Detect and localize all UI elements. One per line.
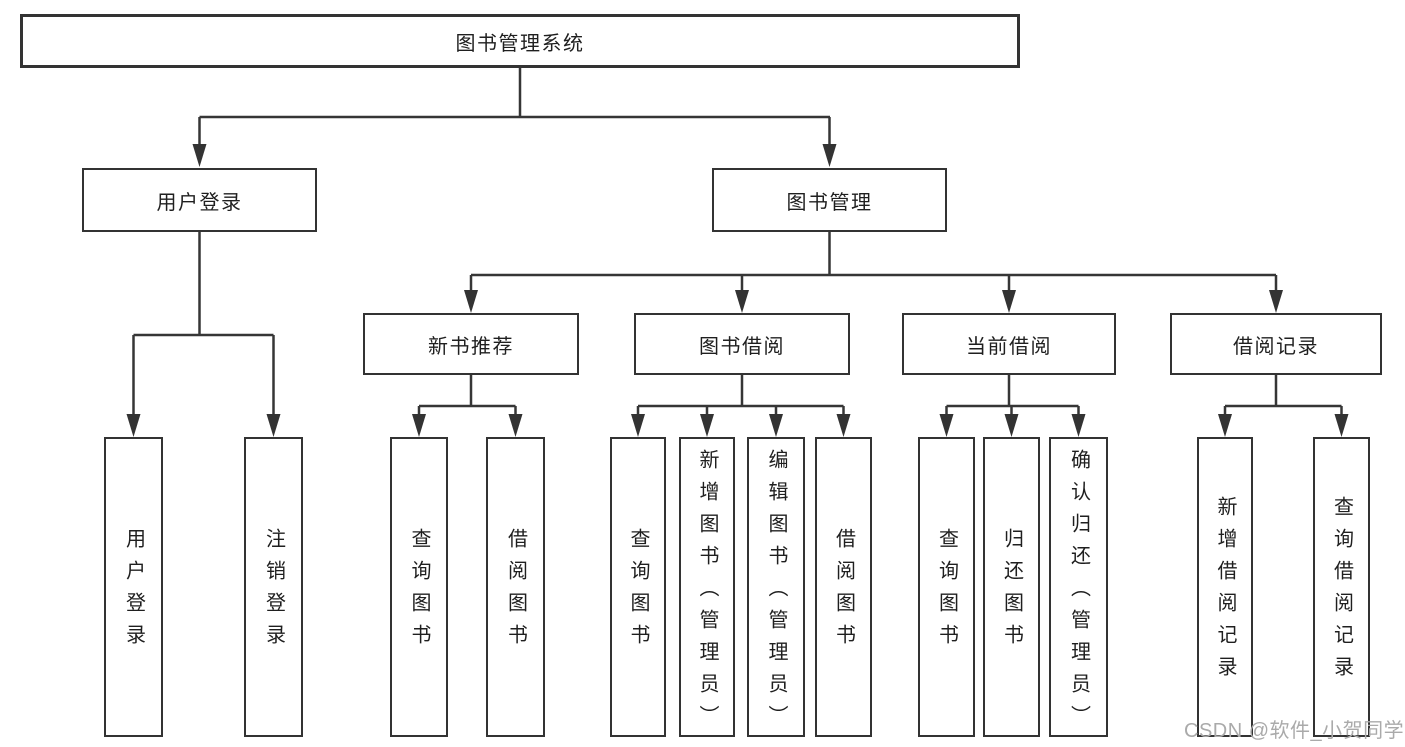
arrowhead <box>126 414 141 437</box>
leaf-current-query-books: 查询图书 <box>918 437 975 737</box>
leaf-label: 归还图书 <box>1000 528 1023 656</box>
node-borrow-records: 借阅记录 <box>1170 313 1382 375</box>
node-root-system: 图书管理系统 <box>20 14 1020 68</box>
leaf-label: 查询图书 <box>627 528 649 656</box>
arrowhead <box>266 414 281 437</box>
node-book-management: 图书管理 <box>712 168 947 232</box>
node-new-book-recommend: 新书推荐 <box>363 313 579 375</box>
leaf-label: 查询借阅记录 <box>1330 496 1353 688</box>
arrowhead <box>192 144 207 167</box>
arrowhead <box>464 290 478 313</box>
connector-borrow-records-to-leaves <box>1218 375 1349 437</box>
arrowhead <box>1218 414 1232 437</box>
leaf-user-login: 用户登录 <box>104 437 163 737</box>
node-book-borrow: 图书借阅 <box>634 313 850 375</box>
node-label: 新书推荐 <box>428 335 514 358</box>
arrowhead <box>631 414 645 437</box>
arrowhead <box>735 290 749 313</box>
leaf-label: 查询图书 <box>935 528 958 656</box>
leaf-borrow-add-books-admin: 新增图书（管理员） <box>679 437 735 737</box>
connector-new-book-recommend-to-leaves <box>412 375 523 437</box>
leaf-current-return-books: 归还图书 <box>983 437 1040 737</box>
arrowhead <box>1269 290 1283 313</box>
leaf-borrow-borrow-books: 借阅图书 <box>815 437 872 737</box>
arrowhead <box>836 414 851 437</box>
leaf-borrow-query-books: 查询图书 <box>610 437 666 737</box>
leaf-records-add-record: 新增借阅记录 <box>1197 437 1253 737</box>
leaf-label: 确认归还（管理员） <box>1067 449 1090 737</box>
node-label: 借阅记录 <box>1233 335 1319 358</box>
arrowhead <box>508 414 523 437</box>
arrowhead <box>700 414 714 437</box>
leaf-label: 新增图书（管理员） <box>696 449 718 737</box>
leaf-recommend-query-books: 查询图书 <box>390 437 448 737</box>
node-label: 图书管理系统 <box>455 32 585 55</box>
leaf-label: 新增借阅记录 <box>1214 496 1236 688</box>
connector-current-borrow-to-leaves <box>939 375 1086 437</box>
connector-user-login-to-leaves <box>126 232 281 437</box>
arrowhead <box>769 414 783 437</box>
node-label: 当前借阅 <box>966 335 1052 358</box>
arrowhead <box>939 414 954 437</box>
leaf-recommend-borrow-books: 借阅图书 <box>486 437 545 737</box>
leaf-label: 借阅图书 <box>832 528 855 656</box>
arrowhead <box>822 144 837 167</box>
leaf-label: 借阅图书 <box>504 528 527 656</box>
node-label: 图书借阅 <box>699 335 785 358</box>
connector-book-borrow-to-leaves <box>631 375 851 437</box>
arrowhead <box>1002 290 1016 313</box>
leaf-logout: 注销登录 <box>244 437 303 737</box>
leaf-current-confirm-return-admin: 确认归还（管理员） <box>1049 437 1108 737</box>
arrowhead <box>1334 414 1349 437</box>
csdn-watermark: CSDN @软件_小贺同学 <box>1184 720 1405 742</box>
node-current-borrow: 当前借阅 <box>902 313 1116 375</box>
node-label: 用户登录 <box>156 191 243 214</box>
connector-book-management-to-level3 <box>464 232 1283 313</box>
leaf-label: 查询图书 <box>408 528 430 656</box>
leaf-label: 注销登录 <box>262 528 285 656</box>
arrowhead <box>1004 414 1019 437</box>
leaf-label: 用户登录 <box>122 528 145 656</box>
connector-root-to-level2 <box>192 68 837 167</box>
node-label: 图书管理 <box>786 191 873 214</box>
leaf-borrow-edit-books-admin: 编辑图书（管理员） <box>747 437 805 737</box>
arrowhead <box>412 414 426 437</box>
leaf-records-query-record: 查询借阅记录 <box>1313 437 1370 737</box>
arrowhead <box>1071 414 1086 437</box>
leaf-label: 编辑图书（管理员） <box>765 449 787 737</box>
node-user-login: 用户登录 <box>82 168 317 232</box>
